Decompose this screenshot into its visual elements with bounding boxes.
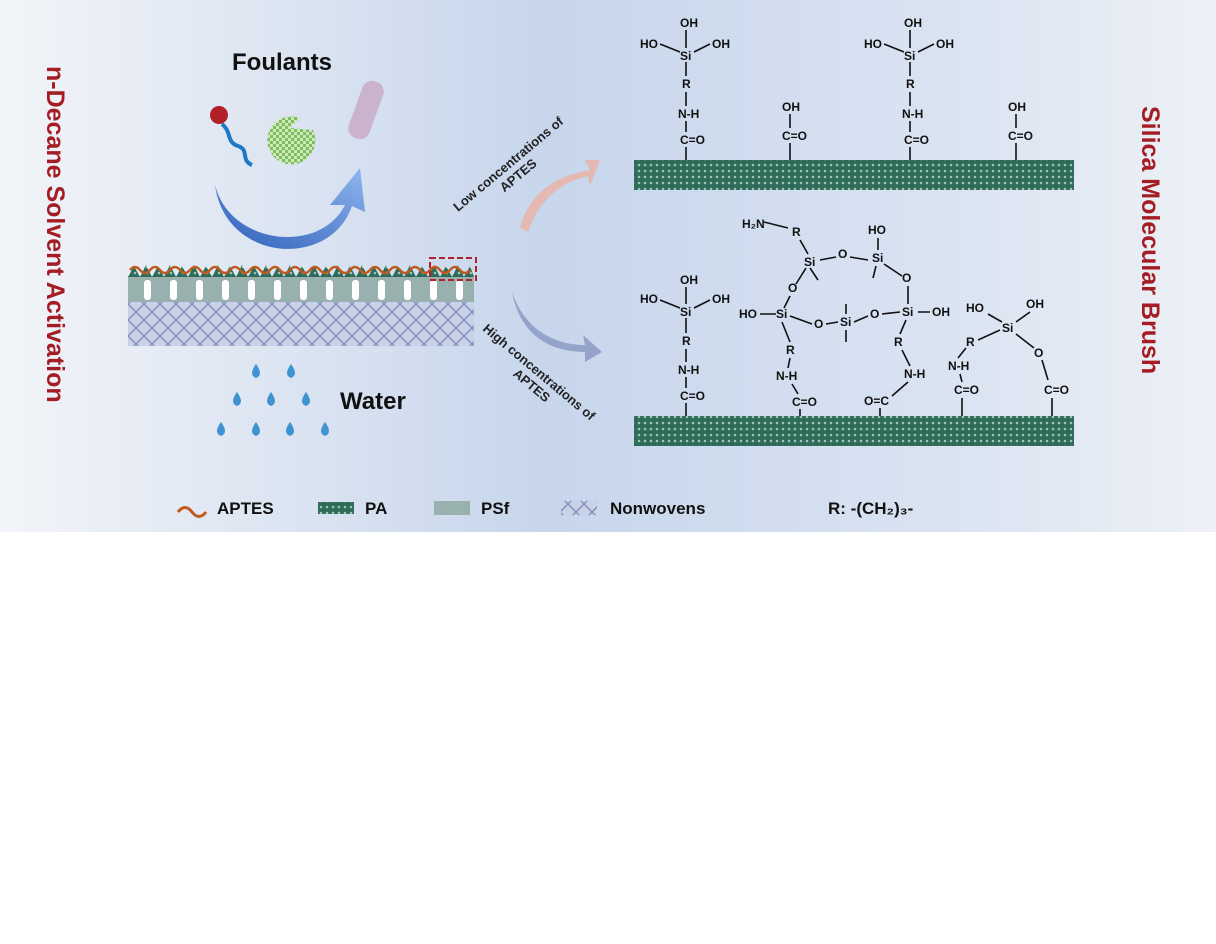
membrane [128,257,477,346]
svg-text:C=O: C=O [904,133,929,147]
legend-r-label: R [828,499,840,518]
svg-text:N-H: N-H [904,367,925,381]
schematic-svg: n-Decane Solvent Activation Silica Molec… [0,0,1216,532]
svg-text:N-H: N-H [678,107,699,121]
psf-swatch-icon [434,501,470,515]
svg-text:Si: Si [902,305,913,319]
right-title: Silica Molecular Brush [1136,106,1164,374]
pa-swatch-icon [318,502,354,514]
svg-text:N-H: N-H [902,107,923,121]
background [0,0,1216,532]
legend-r-definition: R: -(CH₂)₃- [828,499,913,518]
svg-text:OH: OH [932,305,950,319]
svg-text:C=O: C=O [1044,383,1069,397]
svg-text:HO: HO [864,37,882,51]
left-title: n-Decane Solvent Activation [41,66,69,403]
svg-text:OH: OH [1008,100,1026,114]
svg-text:HO: HO [966,301,984,315]
psf-pores [144,280,463,300]
svg-text:C=O: C=O [680,389,705,403]
foulants-label: Foulants [232,49,332,76]
svg-text:O: O [838,247,847,261]
legend-r-value: : -(CH₂)₃- [840,499,913,518]
pa-slab-high [634,416,1074,446]
protein-icon [267,116,316,165]
svg-text:R: R [906,77,915,91]
svg-text:O=C: O=C [864,394,889,408]
svg-text:OH: OH [904,16,922,30]
svg-text:R: R [792,225,801,239]
svg-text:H₂N: H₂N [742,217,765,231]
foulant-capsule-icon [348,80,384,140]
svg-text:O: O [902,271,911,285]
aptes-coating [129,265,471,275]
foulant-molecule-icon [210,106,228,124]
foulant-tail-icon [220,122,253,167]
legend-pa: PA [365,499,387,518]
svg-text:OH: OH [712,292,730,306]
svg-text:O: O [788,281,797,295]
nonwovens-swatch-icon [561,501,597,515]
svg-text:OH: OH [680,16,698,30]
svg-text:R: R [682,334,691,348]
high-conc-structure: OH HO OH Si R N-H C=O H₂N R Si O HO Si O… [640,217,1069,416]
svg-text:HO: HO [640,292,658,306]
svg-text:OH: OH [936,37,954,51]
svg-text:N-H: N-H [948,359,969,373]
svg-text:Si: Si [804,255,815,269]
svg-text:Si: Si [1002,321,1013,335]
svg-text:Si: Si [840,315,851,329]
svg-text:Si: Si [776,307,787,321]
svg-text:C=O: C=O [680,133,705,147]
svg-text:OH: OH [712,37,730,51]
low-conc-arrow-icon [520,160,600,232]
svg-text:O: O [814,317,823,331]
low-conc-structure: OH HO OH Si R N-H C=O OH C=O OH HO OH Si… [640,16,1033,160]
svg-text:OH: OH [680,273,698,287]
svg-text:R: R [894,335,903,349]
high-conc-arrow-icon [512,292,602,362]
nonwovens-layer [128,300,474,346]
svg-text:HO: HO [640,37,658,51]
legend: APTES PA PSf Nonwovens R: -(CH₂)₃- [176,499,913,518]
svg-text:R: R [966,335,975,349]
svg-text:OH: OH [782,100,800,114]
pa-slab-low [634,160,1074,190]
legend-psf: PSf [481,499,510,518]
legend-nonwovens: Nonwovens [610,499,705,518]
legend-aptes: APTES [217,499,274,518]
svg-text:Si: Si [680,49,691,63]
svg-text:R: R [786,343,795,357]
svg-text:OH: OH [1026,297,1044,311]
aptes-swatch-icon [176,506,208,518]
water-drops [217,364,329,436]
svg-text:C=O: C=O [1008,129,1033,143]
svg-text:O: O [1034,346,1043,360]
svg-text:R: R [682,77,691,91]
svg-text:N-H: N-H [776,369,797,383]
svg-text:Si: Si [904,49,915,63]
svg-text:C=O: C=O [954,383,979,397]
svg-text:O: O [870,307,879,321]
svg-text:Si: Si [872,251,883,265]
svg-text:HO: HO [739,307,757,321]
figure: n-Decane Solvent Activation Silica Molec… [0,0,1216,532]
water-label: Water [340,388,406,415]
zoom-box [429,257,477,281]
svg-text:Si: Si [680,305,691,319]
svg-text:C=O: C=O [792,395,817,409]
svg-text:C=O: C=O [782,129,807,143]
rejection-arrow-icon [215,168,365,249]
svg-text:N-H: N-H [678,363,699,377]
svg-text:HO: HO [868,223,886,237]
